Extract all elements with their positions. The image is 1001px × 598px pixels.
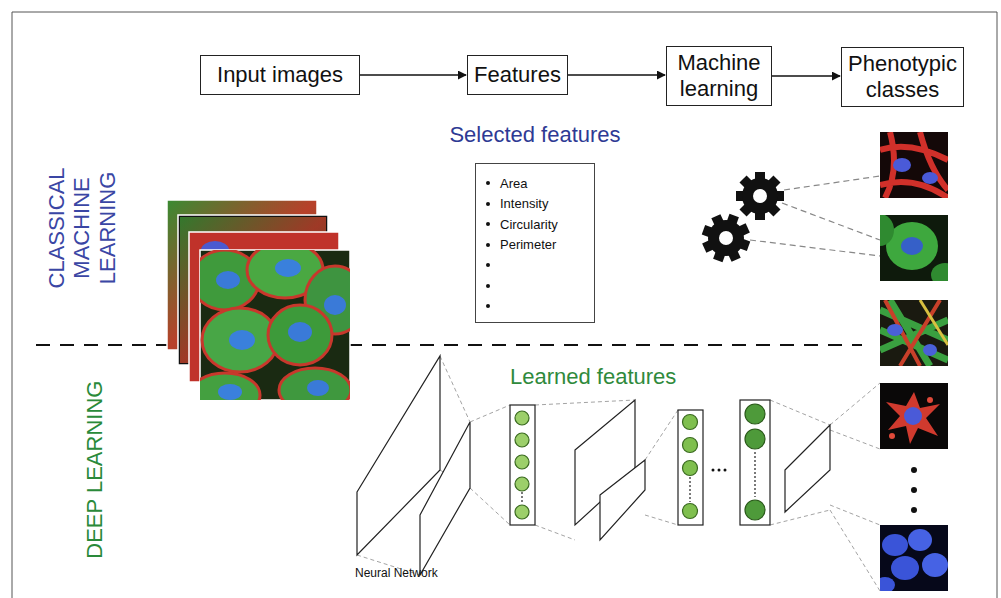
empty-list-item [486, 276, 586, 297]
bullet [486, 181, 490, 185]
process-box: Phenotypic classes [841, 47, 964, 107]
box-text-group: Phenotypic classes [842, 51, 963, 103]
list-item: Area [486, 173, 586, 194]
list-item: Circularity [486, 214, 586, 235]
flow-arrow [568, 74, 665, 76]
empty-list-item [486, 296, 586, 317]
separator-line [36, 344, 862, 346]
feature-list: Selected featuresAreaIntensityCircularit… [475, 163, 595, 323]
section-label: CLASSICAL MACHINE LEARNING [44, 153, 120, 303]
list-text: Circularity [500, 217, 558, 232]
bullet [486, 202, 490, 206]
box-text-group: Input images [217, 62, 343, 88]
bullet [486, 284, 490, 288]
box-label: Machine learning [667, 50, 771, 102]
gear-icon [736, 172, 784, 220]
list-text: Perimeter [500, 237, 556, 252]
bullet [486, 222, 490, 226]
process-box: Input images [200, 55, 360, 95]
bullet [486, 304, 490, 308]
gear-icon [702, 214, 751, 263]
list-heading: Selected features [449, 122, 620, 148]
leader-lines [750, 176, 880, 256]
process-box: Machine learning [666, 46, 772, 106]
neural-network [357, 356, 880, 591]
empty-list-item [486, 255, 586, 276]
input-image-stack [167, 200, 365, 417]
process-box: Features [467, 55, 568, 95]
box-label: Input images [217, 62, 343, 88]
box-text-group: Features [474, 62, 561, 88]
list-item: Perimeter [486, 235, 586, 256]
box-label: Phenotypic classes [842, 51, 963, 103]
box-text-group: Machine learning [667, 50, 771, 102]
list-item: Intensity [486, 194, 586, 215]
list-text: Intensity [500, 196, 548, 211]
bullet [486, 263, 490, 267]
bullet [486, 243, 490, 247]
caption-label: Neural Network [355, 566, 438, 580]
flow-arrow [360, 74, 466, 76]
box-label: Features [474, 62, 561, 88]
section-label: DEEP LEARNING [82, 370, 107, 570]
list-text: Area [500, 176, 527, 191]
section-heading: Learned features [510, 364, 676, 390]
phenotype-images [866, 132, 959, 593]
flow-arrow [772, 75, 840, 77]
frame [12, 12, 997, 598]
